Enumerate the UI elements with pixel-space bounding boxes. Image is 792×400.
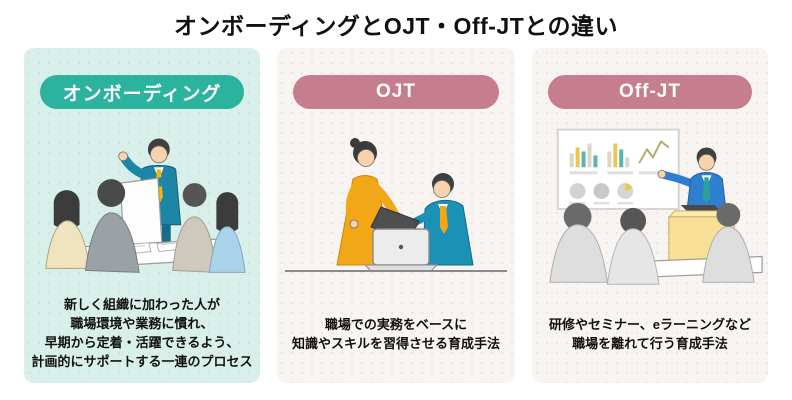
panel-offjt: Off-JT xyxy=(532,48,768,383)
offjt-pill: Off-JT xyxy=(548,75,752,109)
ojt-pill: OJT xyxy=(293,75,499,109)
panel-row: オンボーディング xyxy=(24,48,768,383)
onboarding-description: 新しく組織に加わった人が 職場環境や業務に慣れ、 早期から定着・活躍できるよう、… xyxy=(31,295,252,371)
panel-ojt: OJT xyxy=(277,48,515,383)
description-line: 早期から定着・活躍できるよう、 xyxy=(44,335,240,350)
onboarding-pill: オンボーディング xyxy=(40,75,244,109)
whiteboard xyxy=(556,128,680,210)
seminar-illustration xyxy=(532,113,768,287)
description-line: 新しく組織に加わった人が xyxy=(63,297,220,312)
coaching-illustration-svg xyxy=(285,138,507,272)
description-line: 知識やスキルを習得させる育成手法 xyxy=(291,336,500,351)
meeting-illustration-svg xyxy=(45,138,246,273)
description-line: 計画的にサポートする一連のプロセス xyxy=(31,354,253,369)
description-line: 職場を離れて行う育成手法 xyxy=(572,336,728,351)
description-line: 研修やセミナー、eラーニングなど xyxy=(548,317,752,332)
ojt-description: 職場での実務をベースに 知識やスキルを習得させる育成手法 xyxy=(292,315,500,353)
meeting-illustration xyxy=(24,113,260,287)
seminar-illustration-svg xyxy=(549,128,763,285)
attendees xyxy=(45,179,246,273)
panel-onboarding: オンボーディング xyxy=(24,48,260,383)
coaching-illustration xyxy=(277,113,515,287)
laptop xyxy=(363,228,439,272)
audience xyxy=(549,202,755,285)
page-title: オンボーディングとOJT・Off-JTとの違い xyxy=(173,13,619,39)
offjt-description: 研修やセミナー、eラーニングなど 職場を離れて行う育成手法 xyxy=(549,315,751,353)
description-line: 職場環境や業務に慣れ、 xyxy=(70,316,214,331)
description-line: 職場での実務をベースに xyxy=(324,317,468,332)
